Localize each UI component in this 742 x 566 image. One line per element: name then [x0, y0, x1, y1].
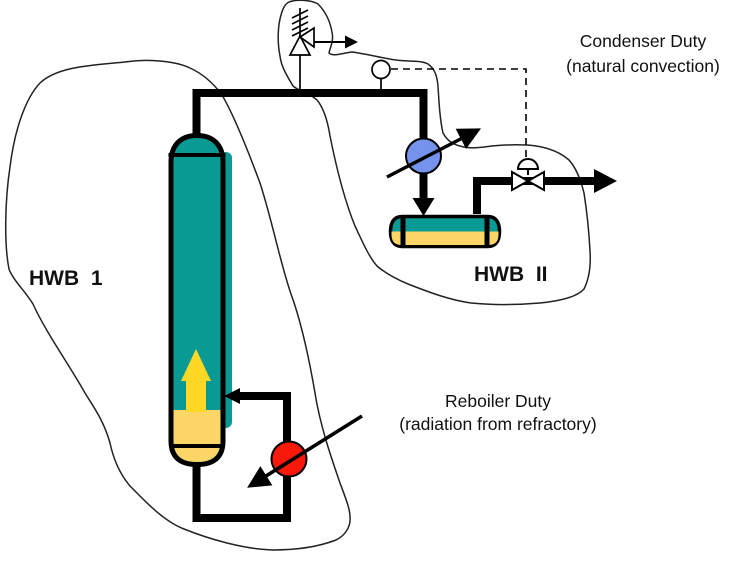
- valve-right-wedge: [525, 170, 545, 192]
- signal-dashed-line: [391, 68, 527, 158]
- reboiler-loop-pipe: [192, 392, 291, 522]
- distillation-column: [168, 132, 226, 468]
- valve-left-wedge: [511, 170, 531, 192]
- loop-return-arrowhead: [224, 388, 240, 404]
- product-outlet-arrowhead: [594, 169, 617, 193]
- relief-valve-assembly: [288, 8, 358, 93]
- condenser-duty-label-line1: Condenser Duty: [580, 31, 707, 51]
- condenser-heat-arrow: [386, 128, 482, 179]
- valve-actuator-dome: [516, 158, 540, 170]
- drum-right-band: [484, 215, 490, 248]
- instrument-bubble: [371, 59, 391, 80]
- region-label-hwb1: HWB 1: [29, 267, 103, 290]
- control-valve: [511, 158, 545, 192]
- drum-inlet-arrowhead: [412, 198, 435, 216]
- system-boundary-hwb1-blob: [4, 59, 351, 551]
- condenser-circle: [405, 137, 442, 175]
- relief-spring-hatch: [291, 9, 309, 37]
- reflux-drum: [388, 214, 502, 249]
- drum-liquid-level: [391, 231, 499, 245]
- reboiler-exchanger: [247, 414, 363, 488]
- distillate-product-pipe: [473, 177, 596, 214]
- column-liquid-level: [173, 410, 221, 462]
- relief-valve-body-up-triangle: [288, 34, 312, 56]
- reboiler-duty-label-line1: Reboiler Duty: [445, 391, 551, 411]
- instrument-loop: [371, 59, 527, 158]
- system-boundary-hwb2-blob: [277, 0, 591, 306]
- condenser-duty-label-line2: (natural convection): [566, 56, 720, 76]
- reboiler-heat-arrow: [247, 414, 363, 488]
- region-label-hwb2: HWB II: [474, 263, 548, 286]
- drum-left-band: [400, 215, 406, 248]
- condenser-exchanger: [386, 128, 482, 179]
- reboiler-duty-label-line2: (radiation from refractory): [399, 414, 596, 434]
- column-shell: [168, 132, 226, 468]
- relief-valve-body-left-triangle: [298, 26, 315, 49]
- vapor-up-arrow: [181, 349, 211, 412]
